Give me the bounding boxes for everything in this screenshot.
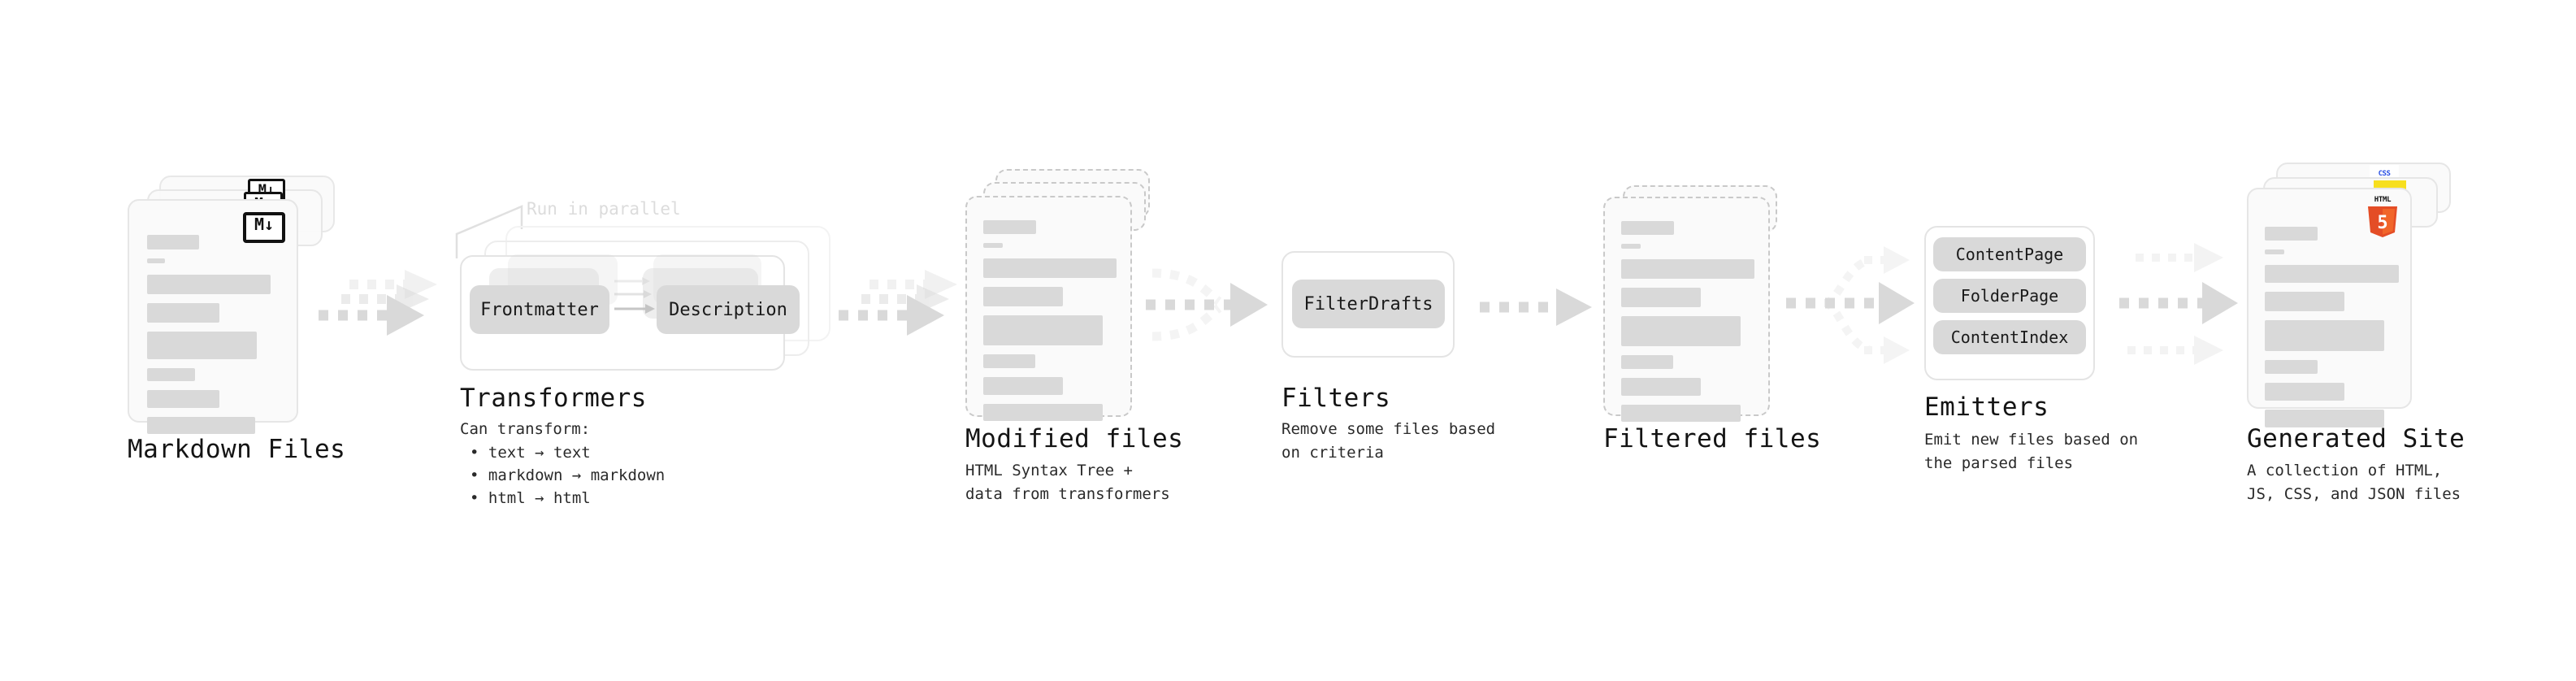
emitters-title: Emitters	[1924, 393, 2049, 422]
arrow-filters-to-filtered	[1475, 283, 1597, 332]
skeleton-bar	[147, 368, 195, 381]
skeleton-bar	[2265, 383, 2344, 401]
transformers-bullet-1: • markdown → markdown	[470, 466, 666, 484]
chip-contentindex-label: ContentIndex	[1950, 327, 2069, 347]
skeleton-bar	[1621, 355, 1673, 369]
skeleton-bar	[983, 377, 1063, 395]
svg-text:5: 5	[2377, 213, 2387, 233]
skeleton-bar	[147, 275, 271, 294]
skeleton-bar	[1621, 288, 1701, 307]
skeleton-bar	[2265, 410, 2384, 427]
skeleton-bar	[147, 390, 219, 408]
filtered-file-card	[1603, 197, 1770, 422]
modified-files-title: Modified files	[965, 424, 1184, 453]
skeleton-bar	[983, 243, 1003, 248]
transformers-bullet-0: • text → text	[470, 444, 591, 462]
transformers-bullet-2: • html → html	[470, 489, 591, 507]
skeleton-bar	[983, 354, 1035, 368]
html5-icon: HTML 5	[2365, 196, 2400, 238]
transformers-title: Transformers	[460, 384, 647, 413]
markdown-file-card: M↓	[128, 199, 298, 434]
arrow-filtered-to-emitters	[1780, 232, 1922, 374]
skeleton-bar	[983, 258, 1117, 278]
skeleton-bar	[983, 287, 1063, 306]
arrow-markdown-to-transformers	[309, 268, 447, 345]
filters-subtitle: Remove some files based on criteria	[1281, 420, 1496, 462]
filtered-files-title: Filtered files	[1603, 424, 1822, 453]
transformers-subtitle: Can transform:	[460, 420, 591, 438]
skeleton-bar	[1621, 221, 1674, 235]
site-file-card: HTML 5	[2247, 188, 2412, 427]
skeleton-bar	[1621, 405, 1741, 422]
modified-skeleton-lines	[983, 220, 1117, 430]
skeleton-bar	[147, 332, 257, 359]
chip-description[interactable]: Description	[657, 285, 800, 334]
arrow-modified-to-filters	[1138, 258, 1284, 356]
html5-icon-label: HTML	[2374, 196, 2392, 204]
chip-filterdrafts-label: FilterDrafts	[1303, 293, 1433, 314]
skeleton-bar	[1621, 316, 1741, 346]
skeleton-bar	[147, 235, 199, 249]
transformer-inner-arrows	[614, 275, 692, 332]
run-in-parallel-label: Run in parallel	[527, 199, 681, 219]
skeleton-bar	[983, 220, 1036, 234]
site-skeleton-lines	[2265, 227, 2399, 436]
skeleton-bar	[983, 404, 1103, 421]
skeleton-bar	[2265, 227, 2318, 241]
skeleton-bar	[1621, 378, 1701, 396]
filtered-skeleton-lines	[1621, 221, 1754, 431]
run-in-parallel-bracket	[453, 195, 559, 260]
modified-files-subtitle: HTML Syntax Tree + data from transformer…	[965, 462, 1170, 503]
skeleton-bar	[1621, 244, 1641, 249]
generated-site-subtitle: A collection of HTML, JS, CSS, and JSON …	[2247, 462, 2461, 503]
skeleton-bar	[147, 303, 219, 323]
arrow-transformers-to-modified	[829, 268, 967, 345]
markdown-skeleton-lines	[147, 235, 280, 443]
chip-frontmatter[interactable]: Frontmatter	[470, 285, 609, 334]
skeleton-bar	[2265, 360, 2318, 374]
markdown-files-title: Markdown Files	[128, 435, 346, 464]
markdown-icon: M↓	[243, 212, 285, 243]
chip-frontmatter-label: Frontmatter	[480, 299, 599, 320]
chip-folderpage-label: FolderPage	[1960, 286, 2059, 306]
arrow-emitters-to-site	[2105, 232, 2251, 374]
emitters-subtitle: Emit new files based on the parsed files	[1924, 431, 2139, 472]
chip-description-label: Description	[669, 299, 787, 320]
skeleton-bar	[147, 258, 165, 263]
skeleton-bar	[2265, 292, 2344, 311]
chip-contentpage-label: ContentPage	[1955, 245, 2064, 264]
chip-contentindex[interactable]: ContentIndex	[1933, 320, 2086, 354]
filters-title: Filters	[1281, 384, 1391, 413]
skeleton-bar	[147, 417, 255, 434]
skeleton-bar	[2265, 320, 2384, 351]
skeleton-bar	[2265, 265, 2399, 283]
chip-folderpage[interactable]: FolderPage	[1933, 279, 2086, 313]
chip-contentpage[interactable]: ContentPage	[1933, 237, 2086, 271]
generated-site-title: Generated Site	[2247, 424, 2465, 453]
skeleton-bar	[983, 315, 1103, 345]
skeleton-bar	[2265, 249, 2284, 254]
markdown-icon-label: M↓	[254, 215, 275, 234]
modified-file-card	[965, 196, 1132, 421]
chip-filterdrafts[interactable]: FilterDrafts	[1292, 280, 1445, 328]
css-icon-label: CSS	[2378, 170, 2391, 178]
skeleton-bar	[1621, 259, 1754, 279]
